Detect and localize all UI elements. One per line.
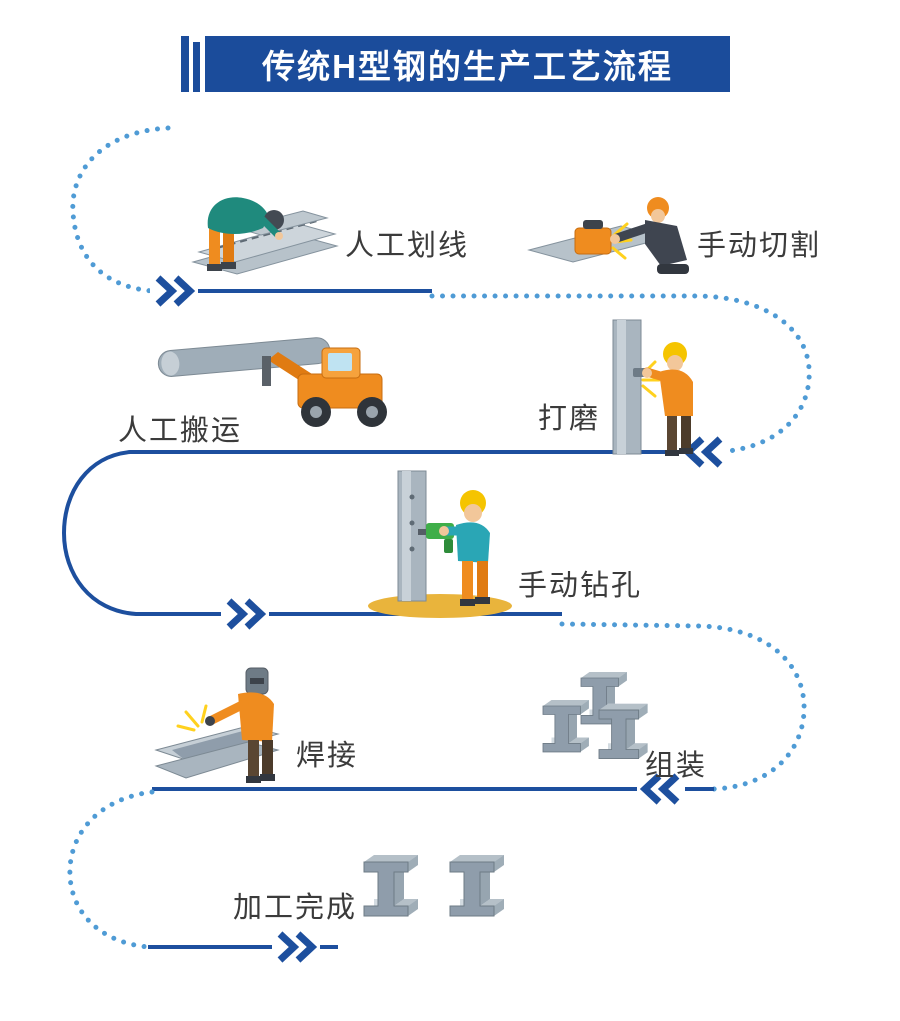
flow-arrow-left-4 bbox=[639, 773, 680, 805]
flow-solid-segment-2 bbox=[61, 450, 718, 616]
step-label-assembly: 组装 bbox=[645, 750, 708, 782]
step-label-grinding: 打磨 bbox=[538, 403, 601, 435]
welding-icon bbox=[154, 667, 280, 783]
illustration-manual-drilling bbox=[360, 465, 515, 620]
manual-marking-icon bbox=[191, 197, 339, 275]
assembly-icon bbox=[542, 671, 649, 760]
manual-drilling-icon bbox=[368, 470, 512, 618]
illustration-grinding bbox=[595, 318, 710, 458]
flow-arrow-right-1 bbox=[155, 275, 196, 307]
manual-cutting-icon bbox=[527, 197, 689, 274]
step-label-welding: 焊接 bbox=[296, 740, 359, 772]
flow-dotted-segment-3 bbox=[559, 621, 807, 792]
illustration-assembly bbox=[535, 662, 660, 770]
flow-dotted-segment-1 bbox=[70, 125, 171, 294]
title-banner: 传统H型钢的生产工艺流程 bbox=[205, 36, 730, 92]
flow-arrow-right-3 bbox=[226, 598, 267, 630]
illustration-finished bbox=[350, 822, 525, 934]
step-label-manual-drilling: 手动钻孔 bbox=[518, 570, 643, 602]
page-title: 传统H型钢的生产工艺流程 bbox=[262, 48, 673, 85]
grinding-icon bbox=[612, 319, 693, 456]
step-label-manual-handling: 人工搬运 bbox=[118, 415, 243, 447]
illustration-welding bbox=[150, 638, 300, 786]
step-label-manual-marking: 人工划线 bbox=[345, 230, 470, 262]
flow-dotted-segment-4 bbox=[67, 789, 155, 950]
step-label-finished: 加工完成 bbox=[233, 892, 358, 924]
flow-dotted-segment-2 bbox=[429, 293, 812, 455]
manual-handling-icon bbox=[157, 337, 387, 427]
step-label-manual-cutting: 手动切割 bbox=[697, 230, 822, 262]
illustration-manual-marking bbox=[175, 168, 345, 293]
illustration-manual-cutting bbox=[525, 178, 700, 293]
title-accent-stripe-1 bbox=[181, 36, 189, 92]
flow-arrow-right-5 bbox=[277, 931, 318, 963]
illustration-manual-handling bbox=[150, 322, 400, 432]
finished-beams-icon bbox=[363, 854, 505, 917]
title-accent-stripe-2 bbox=[193, 42, 200, 92]
